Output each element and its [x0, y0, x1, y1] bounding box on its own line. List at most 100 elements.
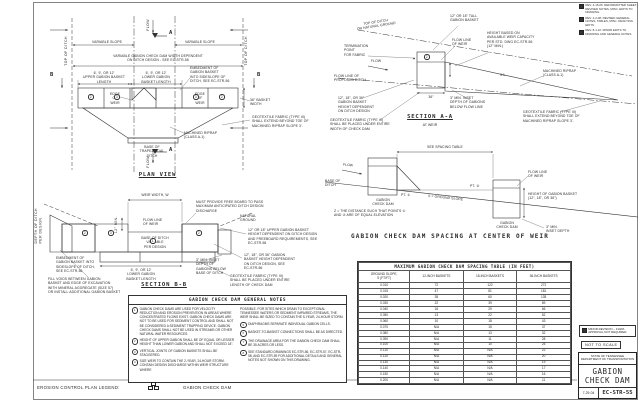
basket-type-marker: 2 [196, 230, 202, 236]
gabion-symbol-icon [148, 382, 160, 392]
note-number: 3 [131, 348, 139, 356]
weir-width-dim-label: WEIR WIDTH, W [141, 193, 169, 197]
gabion-check-dam-label-left: GABION CHECK DAM [372, 198, 394, 207]
basket-type-marker: 2 [219, 94, 225, 100]
agency-name: STATE OF TENNESSEE DEPARTMENT OF TRANSPO… [579, 353, 636, 365]
machined-riprap-label-aa: MACHINED RIPRAP (CLASS A-1) [543, 69, 577, 78]
note-number: 6 [240, 330, 247, 338]
base-of-ditch-label: BASE OF TRAPEZOIDAL DITCH [139, 145, 165, 158]
z-distance-note: Z = THE DISTANCE SUCH THAT POINTS ① AND … [334, 209, 406, 218]
revision-checkbox-icon [579, 4, 585, 10]
table-column-header: GROUND SLOPE, S (FT/FT) [357, 270, 411, 284]
revision-checkbox-icon [579, 16, 585, 23]
geotextile-under-note-bb: GEOTEXTILE FABRIC (TYPE III) SHALL BE PL… [230, 274, 290, 287]
note-number: 5 [240, 321, 247, 329]
termination-point-label: TERMINATION POINT FOR FABRIC [344, 44, 369, 57]
note-text: SIZE WEIR TO CONTAIN THE 2-YEAR, 24-HOUR… [139, 359, 229, 372]
flow-label-top: FLOW [146, 19, 150, 31]
point-1-label: PT. ① [401, 193, 411, 197]
section-b-marker-left: B [50, 72, 54, 78]
not-to-scale-badge: NOT TO SCALE [581, 341, 622, 349]
section-aa-title: SECTION A-A [407, 114, 453, 120]
minor-revision-box: MINOR REVISION -- FHWA APPROVAL NOT REQU… [579, 325, 636, 337]
depth-of-ditch-label: DEPTH OF DITCH PER DESIGN [34, 208, 43, 244]
note-number: 7 [240, 339, 247, 346]
embedment-note-bb: EMBEDMENT OF GABION BASKET INTO SIDESLOP… [56, 256, 96, 273]
variable-slope-label-left: VARIABLE SLOPE [92, 40, 122, 44]
legend-label: EROSION CONTROL PLAN LEGEND: [37, 385, 120, 390]
spacing-diagram-title: GABION CHECK DAM SPACING AT CENTER OF WE… [351, 233, 549, 240]
slope-ratio-label: 3:1 [500, 73, 506, 77]
inset-depth-note-bb: 3" MIN. INSET DEPTH OF GABIONS BELOW BAS… [196, 258, 226, 275]
basket-type-marker: 3 [193, 94, 199, 100]
note-number: 4 [131, 359, 139, 366]
plan-view-title: PLAN VIEW [138, 172, 177, 178]
sheet-title-line1: GABION [592, 366, 623, 376]
general-notes-right-column: POSSIBLE. FOR SITES WHICH DRAIN TO EXCEP… [238, 305, 347, 376]
table-cell: 11 [516, 377, 571, 385]
note-text: DIAPHRAGMS SEPARATE INDIVIDUAL GABION CE… [248, 321, 331, 326]
fill-voids-note: FILL VOIDS BETWEEN GABION BASKET AND EDG… [48, 277, 121, 294]
legend-item-gabion-check-dam: GABION CHECK DAM [183, 385, 232, 390]
note-text: SEE STANDARD DRAWINGS EC-STR-56, EC-STR-… [248, 349, 343, 363]
section-aa-subtitle: AT WEIR [422, 123, 438, 127]
sheet-title: GABION CHECK DAM [579, 365, 636, 387]
note-number: 2 [131, 338, 139, 345]
revision-notes: REV. 4-15-06: REFORMATTED SHEET, REVISED… [579, 3, 638, 38]
table-cell: N/A [462, 377, 518, 385]
tall-basket-label: 12" OR 18" TALL GABION BASKET [450, 14, 479, 23]
section-a-marker-top: A [169, 30, 173, 36]
note-text: POSSIBLE. FOR SITES WHICH DRAIN TO EXCEP… [240, 307, 344, 320]
flow-label-aa: FLOW [371, 59, 382, 63]
agency-department: DEPARTMENT OF TRANSPORTATION [580, 357, 635, 362]
spacing-table: MAXIMUM GABION CHECK DAM SPACING TABLE (… [357, 261, 572, 386]
revision-note: REV. 4-15-06: REFORMATTED SHEET, REVISED… [579, 3, 638, 15]
spacing-table-title: MAXIMUM GABION CHECK DAM SPACING TABLE (… [358, 261, 571, 272]
agency-state: STATE OF TENNESSEE [590, 353, 625, 358]
section-a-marker-bottom: A [169, 147, 173, 153]
basket-height-note-bb: 12", 18", OR 36" GABION BASKET HEIGHT DE… [244, 253, 296, 270]
ground-slope-label: S = GROUND SLOPE [427, 193, 464, 202]
basket-type-marker: 3 [108, 230, 114, 236]
lower-basket-length-bb: 6', 9', OR 12' LOWER GABION BASKET LENGT… [126, 268, 156, 281]
revision-note: REV. 8-1-10: MINOR EDITS TO DRAWING AND … [579, 28, 638, 36]
sheet-number: EC-STR-55 [602, 390, 633, 396]
note-text: HEIGHT OF UPPER GABION SHALL BE OF EQUAL… [139, 338, 235, 347]
point-2-label: PT. ② [470, 184, 480, 188]
note-text: THE DRAINAGE AREA FOR THE GABION CHECK D… [248, 339, 341, 348]
note-number: 8 [240, 349, 247, 357]
revision-checkbox-icon [579, 29, 585, 35]
weir-min-dim-label: 12" MIN. [114, 216, 118, 234]
section-b-marker-right: B [257, 72, 261, 78]
flow-label-spacing: FLOW [342, 162, 354, 168]
see-spacing-table-label: SEE SPACING TABLE [427, 145, 463, 149]
minor-revision-checkbox-icon [581, 327, 587, 333]
basket-type-marker: 1 [150, 238, 156, 244]
embedment-note: EMBEDMENT OF GABION BASKET INTO SIDESLOP… [190, 66, 230, 83]
flow-line-weir-label-spacing: FLOW LINE OF WEIR [528, 170, 548, 179]
sheet-date: 7-29-04 [579, 388, 599, 398]
geotextile-toe-note-aa: GEOTEXTILE FABRIC (TYPE III) SHALL EXTEN… [523, 110, 580, 123]
note-text: GABION CHECK DAMS ARE USED FOR VELOCITY … [139, 307, 234, 336]
basket-type-marker: 3 [114, 94, 120, 100]
edge-of-weir-label-right: EDGE OF WEIR [194, 92, 205, 105]
note-number: 1 [131, 307, 139, 314]
upper-basket-height-note: 12" OR 18" UPPER GABION BASKET HEIGHT DE… [248, 228, 318, 245]
top-of-ditch-label-right: TOP OF DITCH [244, 36, 248, 66]
basket-type-marker: 2 [88, 94, 94, 100]
geotextile-toe-note: GEOTEXTILE FABRIC (TYPE III) SHALL EXTEN… [252, 115, 309, 128]
flow-line-weir-label-aa: FLOW LINE OF WEIR [452, 38, 472, 47]
title-block: STATE OF TENNESSEE DEPARTMENT OF TRANSPO… [578, 352, 637, 399]
